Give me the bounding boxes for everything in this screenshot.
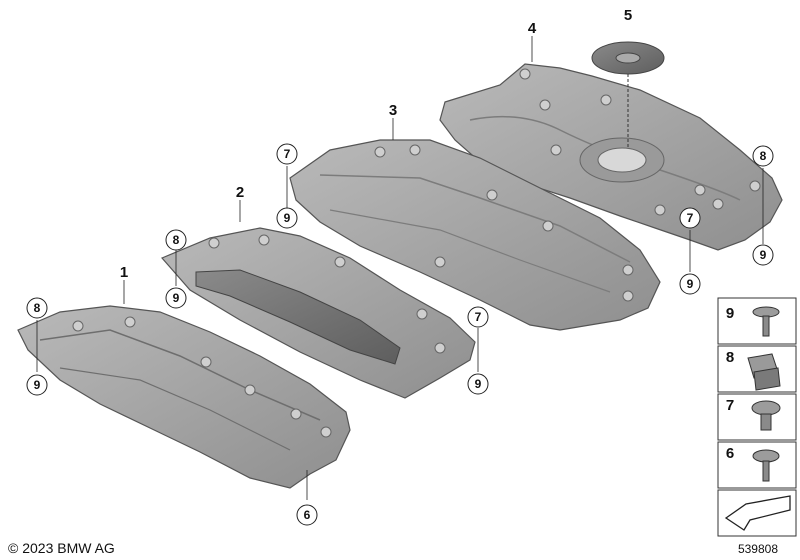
callout-9-part4-right: 9 <box>752 244 774 266</box>
legend-item-6: 6 <box>717 441 797 489</box>
part-label-1: 1 <box>120 264 128 281</box>
callout-9-part2: 9 <box>165 287 187 309</box>
svg-text:7: 7 <box>726 397 734 414</box>
copyright-notice: © 2023 BMW AG <box>8 540 115 556</box>
callout-6: 6 <box>296 504 318 526</box>
legend-item-7: 7 <box>717 393 797 441</box>
svg-text:8: 8 <box>726 349 734 366</box>
part-label-4: 4 <box>528 20 537 37</box>
svg-text:7: 7 <box>687 211 694 225</box>
expansion-rivet-icon <box>751 400 781 431</box>
callout-7-part4: 7 <box>679 207 701 229</box>
part-label-5: 5 <box>624 7 632 24</box>
fastener-legend: 9 8 7 6 <box>717 297 797 537</box>
svg-text:9: 9 <box>760 248 767 262</box>
part-label-2: 2 <box>236 184 244 201</box>
part-1-underbody-panel <box>17 305 351 489</box>
svg-text:8: 8 <box>760 149 767 163</box>
bolt-icon <box>752 449 780 482</box>
callout-9-left: 9 <box>26 374 48 396</box>
part-3-underbody-panel <box>289 139 661 331</box>
svg-text:8: 8 <box>34 301 41 315</box>
svg-text:9: 9 <box>475 377 482 391</box>
svg-text:9: 9 <box>726 305 734 322</box>
svg-text:7: 7 <box>475 310 482 324</box>
screw-icon <box>752 306 780 337</box>
diagram-number: 539808 <box>737 542 778 556</box>
callout-9-part3: 9 <box>276 207 298 229</box>
direction-arrow-icon <box>724 495 791 531</box>
callout-7-part2-right: 7 <box>467 306 489 328</box>
svg-text:9: 9 <box>173 291 180 305</box>
callout-9-part4: 9 <box>679 273 701 295</box>
callout-7-part3: 7 <box>276 143 298 165</box>
legend-item-9: 9 <box>717 297 797 345</box>
part-label-3: 3 <box>389 102 397 119</box>
callout-9-part2-right: 9 <box>467 373 489 395</box>
legend-orientation <box>717 489 797 537</box>
part-4-underbody-panel <box>439 63 783 251</box>
callout-8-part4-right: 8 <box>752 145 774 167</box>
callout-8-left: 8 <box>26 297 48 319</box>
svg-text:8: 8 <box>173 233 180 247</box>
legend-item-8: 8 <box>717 345 797 393</box>
callout-8-part2: 8 <box>165 229 187 251</box>
part-2-underbody-panel <box>160 227 476 399</box>
svg-text:9: 9 <box>34 378 41 392</box>
leader-lines <box>36 36 764 500</box>
svg-text:6: 6 <box>304 508 311 522</box>
svg-text:7: 7 <box>284 147 291 161</box>
clip-nut-icon <box>747 353 781 391</box>
part-5-round-cover <box>591 41 665 148</box>
svg-text:9: 9 <box>687 277 694 291</box>
svg-text:9: 9 <box>284 211 291 225</box>
svg-text:6: 6 <box>726 445 734 462</box>
